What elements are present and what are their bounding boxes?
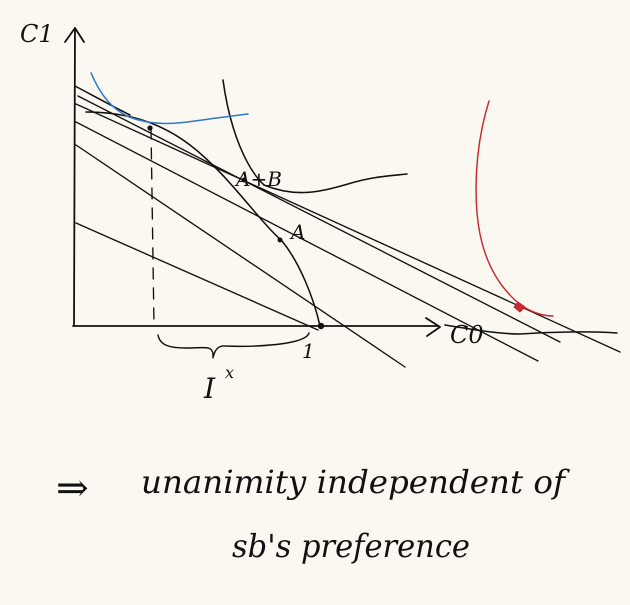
x-axis-arrowhead <box>425 317 441 337</box>
dashed-vertical-projection <box>150 127 155 327</box>
production-frontier <box>85 111 321 327</box>
budget-line-5 <box>75 222 319 331</box>
x-axis-label: C0 <box>450 321 484 349</box>
conclusion-line-1: unanimity independent of <box>141 463 570 501</box>
point-ab-label: A+B <box>234 167 282 191</box>
budget-line-3 <box>75 121 539 362</box>
y-axis-label: C1 <box>20 20 54 48</box>
brace <box>157 332 310 359</box>
point-one-label: 1 <box>302 339 315 363</box>
red-tangency-marker <box>513 301 526 313</box>
lower-indifference-tail <box>444 324 618 335</box>
point-a-marker <box>277 237 283 243</box>
y-axis-arrowhead <box>64 27 85 43</box>
implication-arrow: ⇒ <box>56 466 89 511</box>
conclusion-line-2: sb's preference <box>232 527 470 565</box>
point-one-marker <box>317 322 325 330</box>
point-ab-marker <box>241 177 247 183</box>
budget-line-4 <box>75 144 406 368</box>
tangency-point-left <box>147 125 153 131</box>
y-axis <box>73 27 76 327</box>
upper-indifference-curve <box>222 79 408 194</box>
brace-label: I <box>203 372 216 405</box>
brace-superscript: x <box>225 363 234 382</box>
upper-left-indifference-curve <box>74 85 131 116</box>
red-indifference-curve <box>475 100 554 317</box>
budget-line-2 <box>77 95 561 343</box>
blue-indifference-curve <box>90 72 249 125</box>
point-a-label: A <box>289 220 305 244</box>
budget-line-1 <box>75 103 621 353</box>
